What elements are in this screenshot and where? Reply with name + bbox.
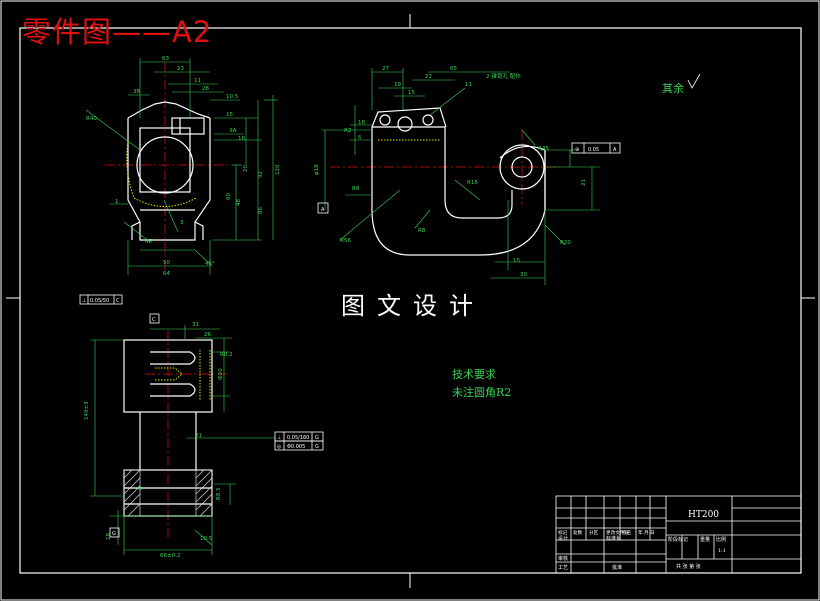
svg-text:0.05/160: 0.05/160 (287, 435, 309, 441)
title-block (555, 495, 802, 574)
svg-text:11: 11 (194, 78, 201, 84)
svg-text:签名: 签名 (622, 529, 631, 536)
svg-text:ⅡA: ⅡA (230, 128, 237, 134)
svg-text:A: A (613, 147, 617, 153)
svg-text:R2: R2 (344, 128, 351, 134)
tech-requirements-line: 未注圆角R2 (452, 386, 512, 399)
svg-text:65: 65 (450, 66, 457, 72)
svg-text:20: 20 (243, 165, 249, 172)
roughness-symbol (687, 73, 701, 89)
svg-text:23: 23 (177, 66, 184, 72)
svg-text:⊥: ⊥ (277, 435, 281, 441)
svg-text:◎: ◎ (277, 444, 282, 450)
svg-text:63: 63 (162, 56, 169, 62)
svg-text:26: 26 (204, 332, 211, 338)
svg-text:R56: R56 (340, 238, 351, 244)
svg-text:G: G (112, 531, 116, 537)
svg-text:C: C (152, 317, 156, 323)
weight-label: 重量 (700, 537, 711, 543)
svg-text:21: 21 (581, 179, 587, 186)
svg-text:64: 64 (163, 271, 170, 277)
front-view: 63 23 38 11 28 10.5 15 ⅡA 18 20 92 120 4… (85, 56, 281, 277)
svg-text:R16: R16 (467, 180, 478, 186)
svg-text:18: 18 (106, 533, 112, 540)
svg-text:0.05: 0.05 (588, 147, 599, 153)
material-label: HT200 (688, 510, 720, 520)
svg-text:21: 21 (195, 433, 202, 439)
svg-text:R40: R40 (86, 116, 97, 122)
svg-text:Ф20: Ф20 (218, 368, 224, 380)
svg-text:年.月.日: 年.月.日 (638, 529, 655, 536)
svg-text:更改文件号: 更改文件号 (606, 529, 629, 536)
svg-text:⊕: ⊕ (575, 147, 579, 153)
svg-text:G: G (315, 435, 319, 441)
scale-value: 1:1 (718, 548, 727, 554)
svg-text:10.5: 10.5 (200, 536, 213, 542)
svg-text:R8: R8 (352, 186, 360, 192)
svg-text:处数: 处数 (573, 529, 583, 536)
svg-text:R: R (138, 486, 142, 492)
svg-text:50: 50 (163, 260, 170, 266)
approve-label: 批准 (612, 565, 623, 571)
review-label: 审核 (558, 556, 569, 562)
watermark-text: 图文设计 (341, 292, 485, 320)
svg-text:86: 86 (258, 207, 264, 214)
svg-text:φ18: φ18 (314, 164, 320, 175)
svg-text:15: 15 (226, 112, 233, 118)
svg-text:15: 15 (408, 90, 415, 96)
sheets-label: 共 张 第 张 (676, 564, 701, 570)
svg-text:分区: 分区 (589, 529, 599, 536)
svg-text:30: 30 (520, 272, 527, 278)
svg-text:27: 27 (382, 66, 389, 72)
svg-text:31: 31 (192, 322, 199, 328)
svg-text:18: 18 (238, 136, 245, 142)
svg-text:66±0.2: 66±0.2 (160, 553, 180, 559)
svg-text:120: 120 (275, 164, 281, 175)
svg-text:R0.2: R0.2 (220, 352, 233, 358)
svg-text:11: 11 (465, 82, 472, 88)
svg-text:Φ0.005: Φ0.005 (287, 444, 305, 450)
svg-text:A: A (321, 207, 325, 213)
svg-text:G: G (315, 444, 319, 450)
svg-text:C: C (116, 298, 120, 304)
scale-label: 比例 (716, 537, 727, 543)
svg-text:3: 3 (180, 220, 184, 226)
surface-note: 其余 (662, 82, 684, 95)
svg-text:0.05/50: 0.05/50 (90, 298, 109, 304)
svg-text:45°: 45° (145, 239, 155, 245)
svg-text:38: 38 (133, 89, 140, 95)
svg-text:10.5: 10.5 (226, 94, 239, 100)
side-view: 27 19 15 22 65 11 2-锥销孔 配作 18 6 R2 φ18 R… (314, 66, 621, 285)
svg-text:标记: 标记 (558, 529, 568, 536)
svg-text:149±3: 149±3 (84, 401, 90, 420)
svg-text:R20: R20 (560, 240, 571, 246)
svg-text:60: 60 (226, 193, 232, 200)
svg-text:48: 48 (236, 199, 242, 206)
svg-text:R45: R45 (538, 146, 549, 152)
standardize-label: 标准化 (606, 536, 622, 542)
svg-text:92: 92 (258, 171, 264, 178)
svg-text:2-锥销孔 配作: 2-锥销孔 配作 (486, 72, 521, 80)
stage-mark-label: 阶段标记 (668, 537, 689, 543)
tech-requirements-heading: 技术要求 (452, 368, 496, 381)
sheet-title: 零件图——A2 (22, 15, 213, 49)
design-label: 设计 (558, 536, 569, 542)
svg-text:18: 18 (358, 120, 365, 126)
svg-text:R8.5: R8.5 (216, 487, 222, 500)
svg-text:6: 6 (358, 135, 362, 141)
svg-text:22: 22 (425, 74, 432, 80)
svg-text:R8: R8 (418, 228, 426, 234)
svg-text:⊥: ⊥ (82, 298, 86, 304)
svg-text:19: 19 (394, 82, 401, 88)
process-label: 工艺 (558, 565, 569, 571)
centering-marks (6, 14, 815, 588)
svg-text:1: 1 (115, 199, 119, 205)
svg-text:15: 15 (513, 258, 520, 264)
svg-text:45°: 45° (205, 261, 215, 267)
bottom-view: 149±3 31 26 R0.2 Ф20 21 R R8.5 18 66±0.2… (79, 294, 324, 559)
svg-text:28: 28 (202, 86, 209, 92)
